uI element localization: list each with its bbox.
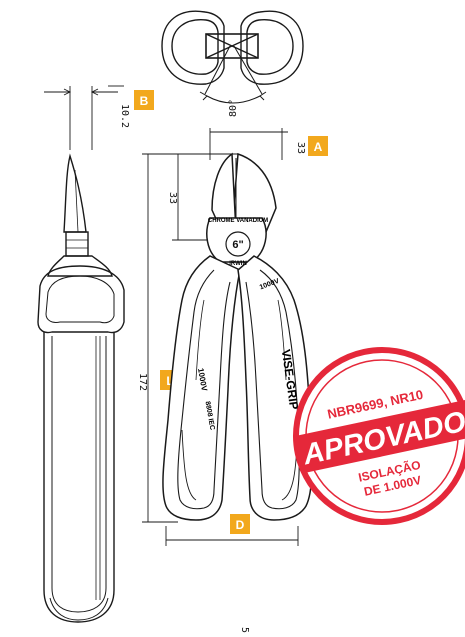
dimension-total-length (142, 153, 178, 523)
volt-left-text: 1000V (196, 367, 209, 392)
approval-stamp: NBR9699, NR10 APROVADO ISOLAÇÃO DE 1.000… (293, 347, 465, 525)
width-dimension-label: 10.2 (119, 104, 130, 128)
tag-a: A (308, 136, 328, 156)
maker-text: IRWIN (229, 261, 247, 267)
bottom-width-label: 5 (239, 627, 250, 633)
size-text: 6" (232, 239, 243, 251)
svg-text:A: A (314, 140, 323, 154)
angle-label: 80° (228, 99, 239, 117)
tag-b: B (134, 90, 154, 110)
top-jaw-view (161, 10, 304, 104)
pliers-handle-inner (177, 269, 300, 510)
side-view (37, 153, 125, 623)
total-length-label: 172 (137, 373, 148, 391)
dimension-width-lines (44, 85, 124, 150)
head-brand-text: CHROME VANADIUM (208, 218, 268, 224)
dimension-bottom-width (165, 526, 299, 546)
jaw-length-label: 33 (167, 192, 178, 204)
tag-d: D (230, 514, 250, 534)
svg-text:B: B (140, 94, 149, 108)
dimension-jaw-width (209, 128, 288, 160)
pliers-front-view (162, 152, 313, 521)
svg-text:D: D (236, 518, 245, 532)
svg-text:L: L (166, 374, 173, 388)
jaw-width-label: 33 (295, 142, 306, 154)
handle-code-text: 8808 IEC (203, 401, 215, 431)
